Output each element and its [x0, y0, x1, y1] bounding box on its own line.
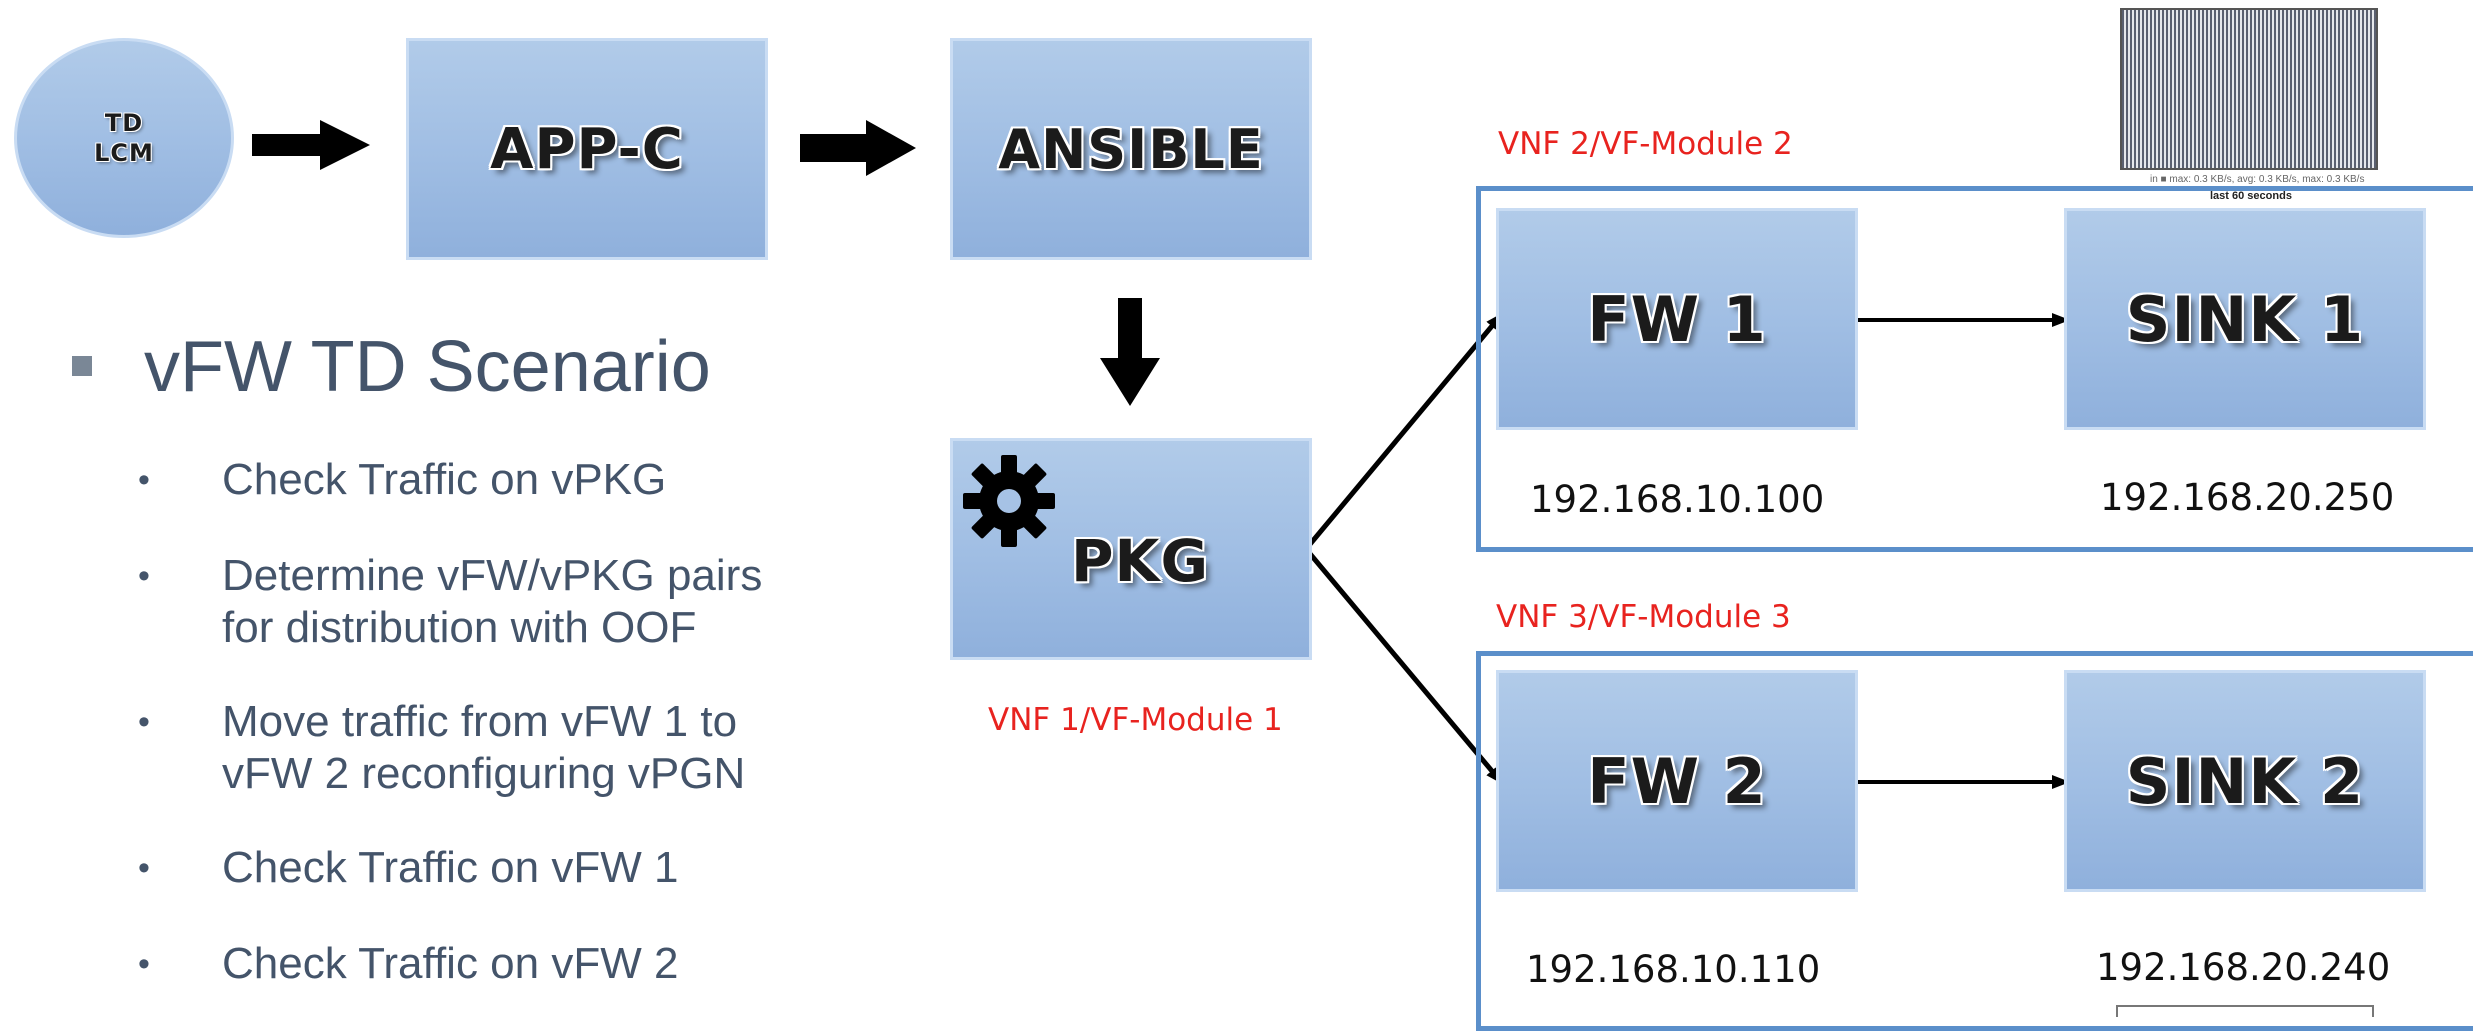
- step-text-line: for distribution with OOF: [222, 603, 697, 652]
- traffic-graph-bars: [2120, 8, 2378, 170]
- node-sink2: SINK 2: [2064, 670, 2426, 892]
- vnf3-module-label: VNF 3/VF-Module 3: [1496, 599, 1791, 635]
- node-fw2: FW 2: [1496, 670, 1858, 892]
- step-text-line: Determine vFW/vPKG pairs: [222, 551, 763, 600]
- step-text-line: Move traffic from vFW 1 to: [222, 697, 738, 746]
- gear-icon: [963, 455, 1055, 547]
- node-fw1: FW 1: [1496, 208, 1858, 430]
- arrow-appc-to-ansible: [800, 120, 916, 176]
- arrow-ansible-to-pkg: [1100, 298, 1160, 406]
- step-bullet-icon: •: [138, 557, 150, 595]
- scenario-title: vFW TD Scenario: [144, 327, 711, 407]
- node-sink1: SINK 1: [2064, 208, 2426, 430]
- step-text: Check Traffic on vFW 1: [222, 842, 678, 894]
- ip-fw2: 192.168.10.110: [1526, 948, 1821, 991]
- node-ansible: ANSIBLE: [950, 38, 1312, 260]
- node-td-lcm-line1: TD: [104, 109, 144, 137]
- vnf1-module-label: VNF 1/VF-Module 1: [988, 702, 1283, 738]
- node-sink1-label: SINK 1: [2125, 282, 2365, 356]
- node-appc: APP-C: [406, 38, 768, 260]
- node-ansible-label: ANSIBLE: [998, 117, 1264, 181]
- node-td-lcm: TD LCM: [14, 38, 234, 238]
- vnf2-module-label: VNF 2/VF-Module 2: [1498, 126, 1793, 162]
- ip-sink1: 192.168.20.250: [2100, 476, 2395, 519]
- node-pkg-label: PKG: [1071, 527, 1210, 595]
- edge-pkg-to-fw2: [1304, 547, 1504, 785]
- node-fw1-label: FW 1: [1587, 282, 1767, 356]
- step-text: Check Traffic on vFW 2: [222, 938, 678, 990]
- traffic-graph-thumbnail-cropped: [2116, 1005, 2374, 1017]
- step-bullet-icon: •: [138, 945, 150, 983]
- node-sink2-label: SINK 2: [2125, 744, 2365, 818]
- arrow-tdlcm-to-appc: [252, 120, 370, 170]
- vnf2-module-box: [1476, 186, 2473, 552]
- step-text-line: Check Traffic on vFW 1: [222, 843, 679, 892]
- node-td-lcm-line2: LCM: [94, 139, 154, 167]
- step-text-line: Check Traffic on vPKG: [222, 455, 667, 504]
- edge-pkg-to-fw1: [1304, 312, 1504, 551]
- step-bullet-icon: •: [138, 849, 150, 887]
- step-text-line: vFW 2 reconfiguring vPGN: [222, 749, 746, 798]
- scenario-bullet-icon: [72, 356, 92, 376]
- ip-sink2: 192.168.20.240: [2096, 946, 2391, 989]
- node-appc-label: APP-C: [490, 116, 684, 182]
- traffic-graph-thumbnail: in ■ max: 0.3 KB/s, avg: 0.3 KB/s, max: …: [2120, 8, 2380, 213]
- step-text: Check Traffic on vPKG: [222, 454, 666, 506]
- ip-fw1: 192.168.10.100: [1530, 478, 1825, 521]
- node-pkg: PKG: [950, 438, 1312, 660]
- traffic-graph-legend: in ■ max: 0.3 KB/s, avg: 0.3 KB/s, max: …: [2150, 174, 2365, 185]
- node-fw2-label: FW 2: [1587, 744, 1767, 818]
- step-text-line: Check Traffic on vFW 2: [222, 939, 679, 988]
- step-bullet-icon: •: [138, 461, 150, 499]
- step-bullet-icon: •: [138, 703, 150, 741]
- traffic-graph-caption: last 60 seconds: [2210, 190, 2292, 202]
